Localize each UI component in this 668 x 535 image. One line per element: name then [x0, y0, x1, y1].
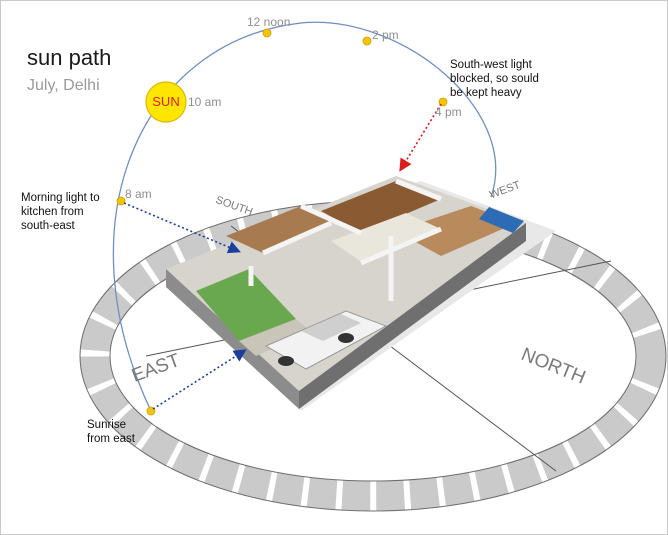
- car: [264, 310, 388, 370]
- living-room: [321, 181, 441, 233]
- paving: [239, 319, 311, 356]
- time-label-2-pm: 2 pm: [372, 28, 399, 42]
- house-north-wall: [299, 223, 526, 409]
- note-sunrise: Sunrise from east: [87, 419, 135, 445]
- sun-arc: [112, 21, 497, 412]
- time-label-12-noon: 12 noon: [247, 15, 291, 29]
- lawn: [196, 269, 296, 341]
- sun-label: SUN: [152, 94, 180, 109]
- marker-8-am: [116, 196, 126, 206]
- kitchen-room: [226, 206, 331, 253]
- house-east-wall: [166, 269, 299, 409]
- diagram-subtitle: July, Delhi: [27, 77, 100, 94]
- note-morning-light: Morning light to kitchen from south-east: [21, 192, 100, 232]
- house-model: [166, 176, 556, 411]
- west-window: [479, 207, 524, 233]
- sun-icon: [145, 81, 187, 123]
- note-southwest-light: South-west light blocked, so sould be ke…: [450, 59, 539, 99]
- time-label-4-pm: 4 pm: [435, 105, 462, 119]
- marker-2-pm: [362, 36, 372, 46]
- southwest-light-arrow: [399, 103, 442, 172]
- hall: [331, 213, 441, 263]
- time-label-10-am: 10 am: [188, 95, 222, 109]
- time-label-8-am: 8 am: [125, 187, 152, 201]
- diagram-title: sun path: [27, 45, 112, 70]
- marker-12-noon: [262, 28, 272, 38]
